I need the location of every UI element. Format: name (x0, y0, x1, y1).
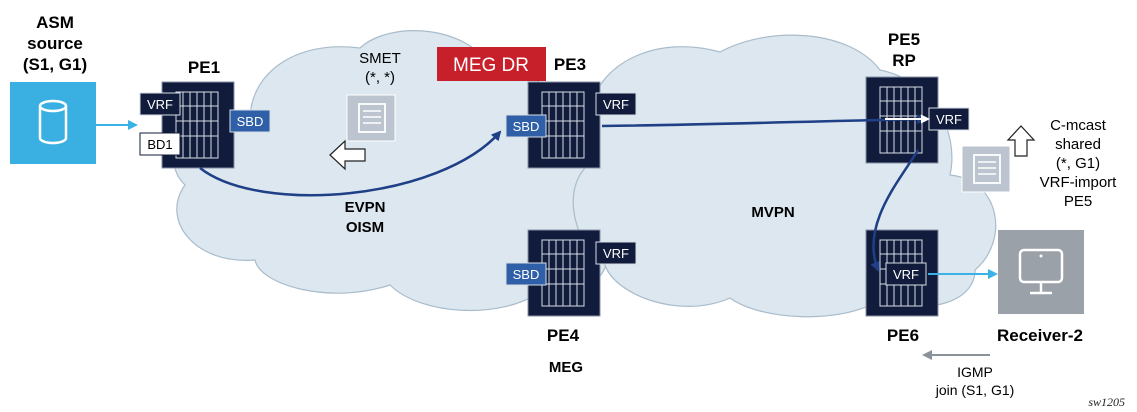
pe4-name: PE4 (547, 326, 580, 345)
svg-text:SBD: SBD (513, 267, 540, 282)
svg-text:BD1: BD1 (147, 137, 172, 152)
igmp-label-line2: join (S1, G1) (935, 382, 1015, 398)
asm-source-title: ASM source (S1, G1) (23, 13, 87, 74)
pe1-sbd-tag: SBD (229, 109, 271, 133)
svg-text:PE5: PE5 (1064, 193, 1092, 210)
pe5-vrf-tag: VRF (928, 107, 970, 131)
mvpn-label: MVPN (751, 204, 794, 221)
source-title-line1: ASM (36, 13, 74, 32)
svg-text:VRF: VRF (603, 246, 629, 261)
pe3-router-icon (541, 91, 585, 159)
svg-text:VRF: VRF (147, 97, 173, 112)
svg-text:C-mcast: C-mcast (1050, 117, 1107, 134)
pe4-role-meg: MEG (549, 359, 583, 376)
pe5-role-rp: RP (892, 51, 916, 70)
svg-text:SBD: SBD (513, 119, 540, 134)
igmp-label-line1: IGMP (957, 364, 993, 380)
pe6-vrf-tag: VRF (885, 262, 927, 286)
svg-text:VRF: VRF (603, 97, 629, 112)
pe3-vrf-tag: VRF (595, 92, 637, 116)
pe5-to-pe6-flow-arrow (870, 149, 920, 272)
receiver-monitor-icon (998, 230, 1084, 314)
cmcast-message-icon (961, 145, 1011, 193)
smet-message-icon (346, 94, 396, 142)
pe4-sbd-tag: SBD (505, 262, 547, 286)
figure-id-watermark: sw1205 (1088, 395, 1125, 409)
svg-text:MEG DR: MEG DR (453, 55, 529, 76)
cmcast-label: C-mcast shared (*, G1) VRF-import PE5 (1040, 117, 1118, 210)
pe5-name: PE5 (888, 30, 920, 49)
smet-label-line2: (*, *) (365, 69, 395, 86)
source-title-line2: source (27, 34, 83, 53)
smet-direction-arrow (329, 139, 366, 171)
pe4-vrf-tag: VRF (595, 241, 637, 265)
cmcast-direction-arrow (1006, 125, 1036, 157)
pe1-to-pe3-flow-arrow (199, 130, 502, 197)
pe3-sbd-tag: SBD (505, 114, 547, 138)
pe6-name: PE6 (887, 326, 919, 345)
pe3-name: PE3 (554, 55, 586, 74)
svg-text:VRF-import: VRF-import (1040, 174, 1118, 191)
pe1-vrf-tag: VRF (139, 92, 181, 116)
pe1-name: PE1 (188, 58, 220, 77)
pe3-to-pe5-flow-arrow (601, 114, 927, 128)
svg-text:VRF: VRF (936, 112, 962, 127)
evpn-label: EVPN (345, 199, 386, 216)
svg-text:(*, G1): (*, G1) (1056, 155, 1100, 172)
svg-text:VRF: VRF (893, 267, 919, 282)
pe1-bd1-tag: BD1 (139, 132, 181, 156)
oism-label: OISM (346, 219, 384, 236)
pe1-router-icon (175, 91, 219, 159)
smet-label-line1: SMET (359, 50, 401, 67)
source-server-icon (10, 82, 96, 164)
meg-dr-badge: MEG DR (437, 47, 546, 81)
svg-text:SBD: SBD (237, 114, 264, 129)
source-title-line3: (S1, G1) (23, 55, 87, 74)
svg-text:shared: shared (1055, 136, 1101, 153)
receiver-label: Receiver-2 (997, 326, 1083, 345)
